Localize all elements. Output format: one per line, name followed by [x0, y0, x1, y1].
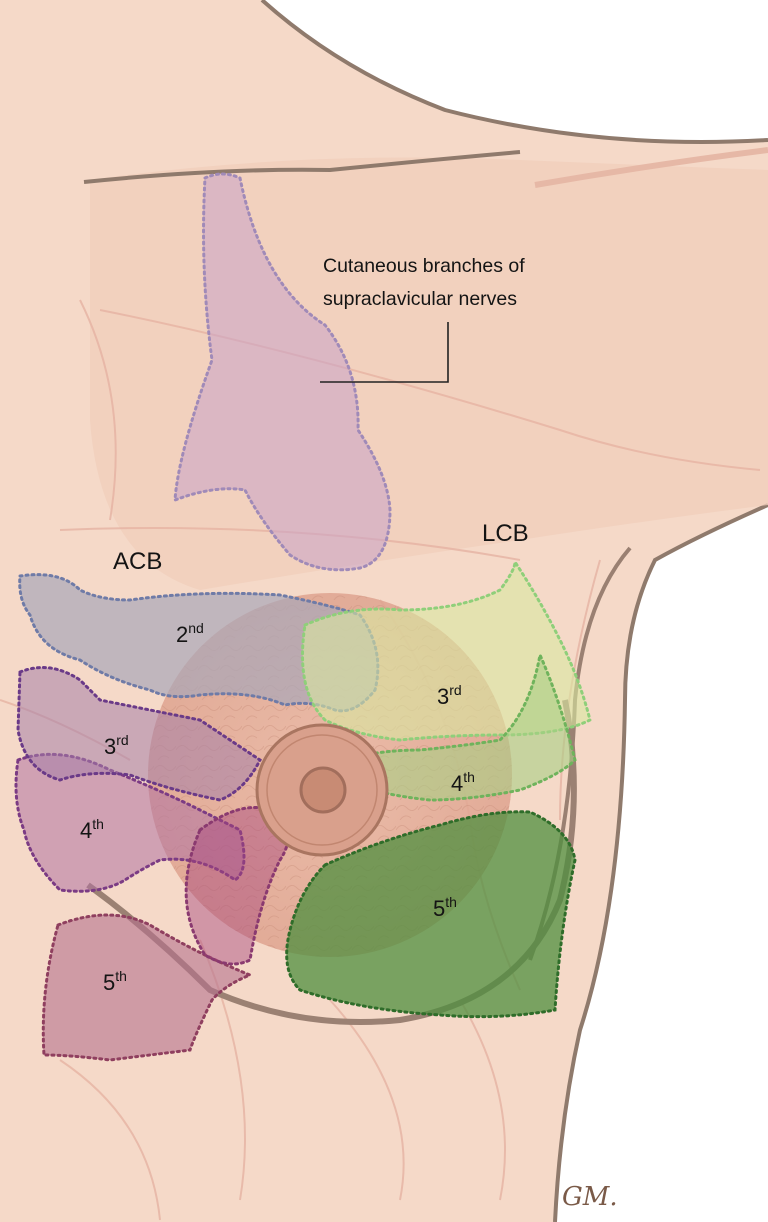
- areola-ring: [266, 734, 378, 846]
- supraclavicular-zone: [173, 172, 392, 572]
- acb-zone-2-label: 2nd: [176, 620, 204, 647]
- lcb-zone-3-label: 3rd: [437, 682, 462, 709]
- acb-zone-4-label: 4th: [80, 816, 104, 843]
- acb-zone-5: [41, 913, 255, 1062]
- clavicle: [83, 150, 521, 184]
- lcb-zone-5-label: 5th: [433, 894, 457, 921]
- acb-zone-3-label: 3rd: [104, 732, 129, 759]
- lcb-zone-5: [285, 810, 577, 1019]
- acb-zone-5-label: 5th: [103, 968, 127, 995]
- clavicle-lateral: [534, 147, 768, 188]
- arm-outline: [553, 503, 768, 1222]
- acb-zone-4: [14, 752, 246, 893]
- lcb-group-label: LCB: [482, 520, 529, 547]
- lcb-zone-4-label: 4th: [451, 769, 475, 796]
- lcb-zone-4: [338, 649, 577, 802]
- artist-signature: GM.: [562, 1182, 618, 1212]
- shoulder-outline: [260, 0, 768, 144]
- lcb-zone-3: [301, 556, 592, 742]
- callout-line-2: supraclavicular nerves: [323, 288, 517, 310]
- acb-zone-3: [16, 666, 262, 802]
- acb-group-label: ACB: [113, 548, 162, 575]
- nipple: [299, 766, 347, 814]
- callout-leader-line: [320, 322, 449, 383]
- callout-line-1: Cutaneous branches of: [323, 255, 525, 277]
